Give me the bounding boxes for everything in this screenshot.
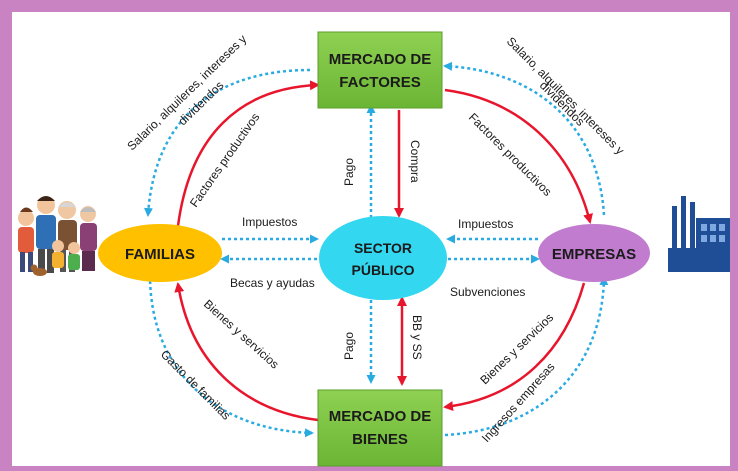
salario-left-label-line1: Salario, alquileres, intereses y xyxy=(124,32,249,153)
pago-top-label: Pago xyxy=(342,158,356,186)
flow-bienes-right-arrow xyxy=(443,282,586,412)
familias-label: FAMILIAS xyxy=(125,246,195,263)
flow-ingresos-empresas-arrow xyxy=(444,276,609,437)
sector-publico-node: SECTOR PÚBLICO xyxy=(319,216,447,300)
familias-node: FAMILIAS xyxy=(98,224,222,282)
flow-bienes-left-arrow xyxy=(174,282,319,422)
family-icon xyxy=(18,196,97,276)
mercado-bienes-line2: BIENES xyxy=(352,431,408,448)
pago-bottom-label: Pago xyxy=(342,332,356,360)
mercado-bienes-line1: MERCADO DE xyxy=(329,408,432,425)
mercado-factores-line2: FACTORES xyxy=(339,74,420,91)
flow-factores-left-arrow xyxy=(176,80,320,227)
impuestos-left-label: Impuestos xyxy=(242,215,297,229)
compra-label: Compra xyxy=(408,140,422,183)
sector-publico-line2: PÚBLICO xyxy=(352,261,415,278)
bbss-label: BB y SS xyxy=(410,315,424,360)
subvenciones-label: Subvenciones xyxy=(450,285,525,299)
flow-salario-left-arrow xyxy=(143,68,311,217)
bienes-left-label: Bienes y servicios xyxy=(201,297,282,372)
factores-right-label: Factores productivos xyxy=(466,110,555,199)
mercado-bienes-box: MERCADO DE BIENES xyxy=(317,389,443,467)
mercado-factores-box: MERCADO DE FACTORES xyxy=(317,31,443,109)
empresas-node: EMPRESAS xyxy=(538,224,650,282)
flow-factores-right-arrow xyxy=(444,88,593,224)
flow-gasto-familias-arrow xyxy=(148,274,314,438)
impuestos-right-label: Impuestos xyxy=(458,217,513,231)
factores-left-label: Factores productivos xyxy=(187,110,262,209)
mercado-factores-line1: MERCADO DE xyxy=(329,51,432,68)
gasto-familias-label: Gasto de familias xyxy=(158,347,233,422)
sector-publico-line1: SECTOR xyxy=(354,240,412,256)
factory-icon xyxy=(668,196,730,272)
becas-label: Becas y ayudas xyxy=(230,276,315,290)
flow-salario-right-arrow xyxy=(443,61,606,216)
empresas-label: EMPRESAS xyxy=(552,246,636,263)
